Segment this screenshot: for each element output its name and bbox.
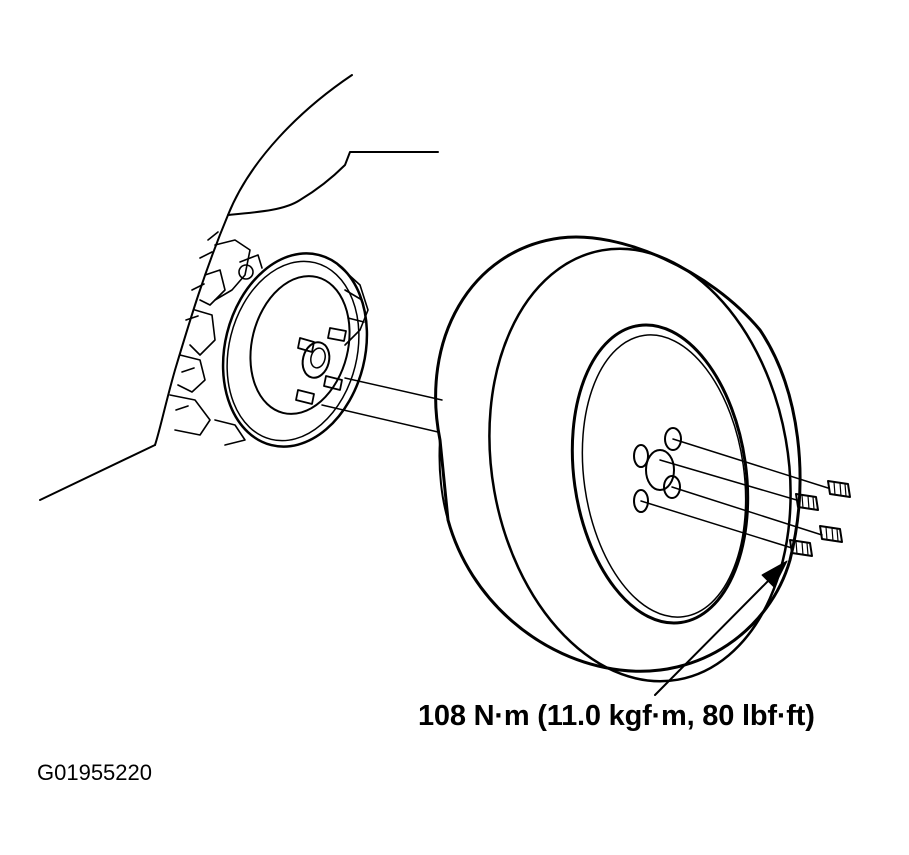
suspension-knuckle [169, 231, 369, 446]
leader-arrow-icon [654, 560, 788, 696]
wheel-stud [295, 389, 315, 405]
lug-nut-icon [819, 525, 843, 543]
fender-outline [39, 74, 439, 501]
alignment-lines [321, 377, 443, 433]
wheel-stud [297, 337, 315, 353]
lug-nut-projection-lines [640, 438, 829, 549]
figure-id: G01955220 [37, 760, 152, 785]
lug-nut-icon [789, 539, 813, 557]
lug-nuts [789, 480, 851, 557]
wheel-studs [295, 327, 347, 405]
torque-spec-callout: 108 N·m (11.0 kgf·m, 80 lbf·ft) [418, 700, 815, 732]
lug-nut-icon [827, 480, 851, 498]
wheel-stud [327, 327, 347, 342]
wheel-lug-holes [633, 427, 682, 513]
wheel-stud [323, 375, 343, 391]
lug-nut-icon [795, 493, 819, 511]
wheel-tire [434, 235, 802, 683]
brake-disc [221, 252, 369, 448]
